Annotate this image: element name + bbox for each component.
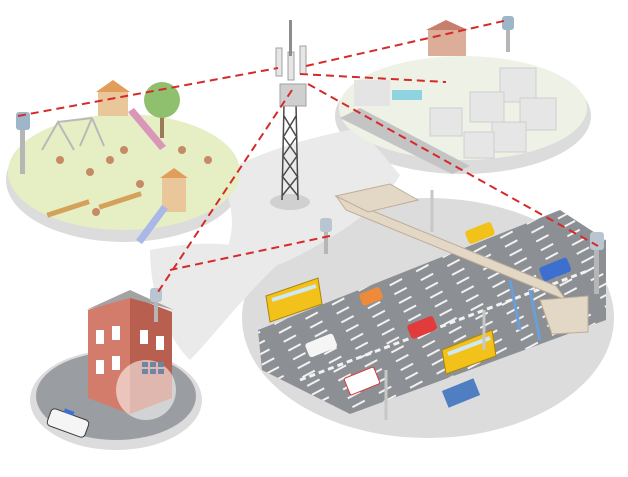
children-figures [56, 146, 212, 216]
link-to-highway [307, 83, 599, 247]
monitor-wall-icon [142, 362, 164, 374]
antenna-icon [320, 218, 332, 254]
house-icon [354, 80, 422, 106]
building-cluster [429, 67, 557, 159]
playground-grass [8, 114, 240, 230]
median [299, 268, 591, 382]
antenna-icon [590, 232, 604, 294]
car-icon [539, 257, 571, 282]
footbridge [334, 183, 589, 341]
police-zone [36, 288, 196, 440]
police-car-icon [46, 408, 90, 438]
slide-icon [136, 168, 188, 244]
link-to-playground [17, 67, 279, 117]
connector-surface [220, 128, 400, 267]
link-highway-to-police [169, 235, 331, 271]
highway-zone [258, 183, 606, 420]
residential-zone [339, 16, 587, 174]
street-lamp-icon [384, 190, 486, 420]
network-links [17, 19, 599, 293]
seesaw-icon [46, 191, 142, 218]
cctv-room-overlay [116, 360, 176, 420]
link-to-police-station [157, 89, 293, 293]
bus-stop-icon [441, 378, 481, 408]
tower-base [270, 194, 310, 210]
car-icon [465, 222, 495, 244]
road-markings [258, 210, 606, 414]
connector-surface-2 [150, 243, 280, 360]
ambulance-icon [343, 366, 381, 396]
antenna-icon [502, 16, 514, 52]
car-icon [407, 316, 438, 339]
playground-zone [8, 80, 240, 244]
car-icon [359, 287, 383, 306]
slide-icon [96, 80, 166, 150]
car-icon [305, 333, 337, 358]
link-to-residential [305, 19, 509, 67]
house-icon [426, 20, 468, 56]
bus-icon [265, 277, 323, 323]
residential-road [340, 108, 470, 174]
swing-icon [41, 117, 105, 151]
link-to-residential-house [299, 73, 447, 83]
